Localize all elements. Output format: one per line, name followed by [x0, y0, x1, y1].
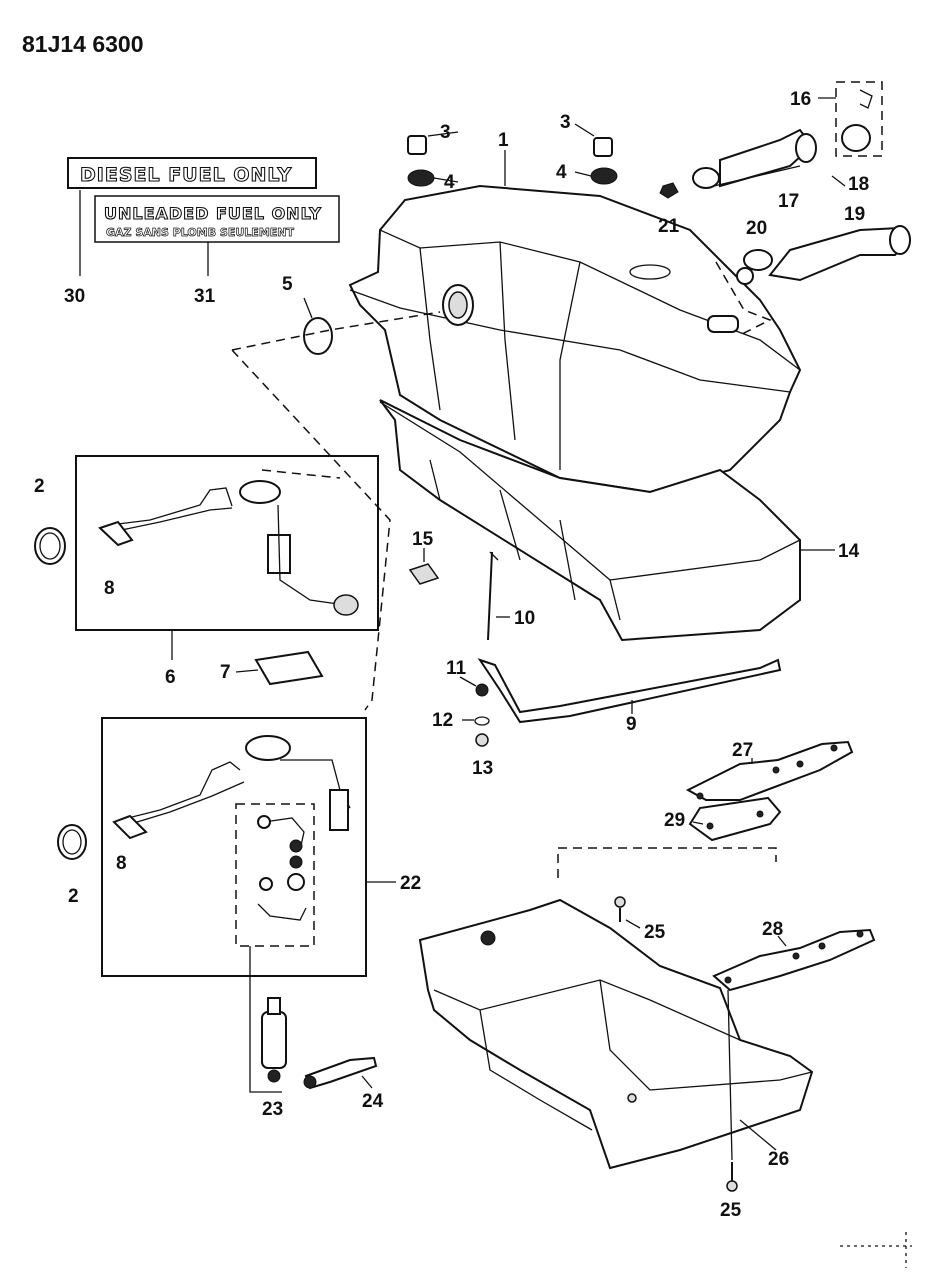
callout-19: 19 [844, 204, 865, 225]
callout-24: 24 [362, 1091, 384, 1112]
skid-bracket-lower [688, 796, 782, 842]
callout-26: 26 [768, 1149, 789, 1170]
gasket-ring [303, 317, 333, 355]
callout-11: 11 [446, 658, 467, 679]
sending-unit [98, 480, 359, 616]
callout-4-left: 4 [444, 172, 455, 193]
lock-ring-upper [34, 527, 66, 565]
callout-6: 6 [165, 667, 176, 688]
vent-valve-right [590, 137, 618, 185]
callout-20: 20 [746, 218, 767, 239]
strap-bolt [487, 551, 499, 641]
callout-2-upper: 2 [34, 476, 45, 497]
skid-plate [418, 898, 814, 1170]
tank-skid-plate [379, 399, 801, 642]
fuel-pump [261, 997, 287, 1083]
sending-unit-gasket [254, 650, 324, 686]
tank-strap [477, 658, 782, 724]
callout-8-upper: 8 [104, 578, 115, 599]
unleaded-decal-subtext: GAZ SANS PLOMB SEULEMENT [106, 226, 294, 239]
callout-12: 12 [432, 710, 453, 731]
callout-29: 29 [664, 810, 685, 831]
callout-25-upper: 25 [644, 922, 666, 943]
callout-9: 9 [626, 714, 637, 735]
skid-bolt-lower [726, 989, 738, 1192]
callout-14: 14 [838, 541, 860, 562]
callout-3-right: 3 [560, 112, 571, 133]
callout-25-lower: 25 [720, 1200, 742, 1221]
diesel-decal: DIESEL FUEL ONLY [67, 157, 317, 189]
vent-valve-left [407, 135, 435, 187]
callout-5: 5 [282, 274, 293, 295]
unleaded-decal: UNLEADED FUEL ONLY GAZ SANS PLOMB SEULEM… [94, 195, 340, 243]
sending-unit-box [75, 455, 379, 631]
callout-3-left: 3 [440, 122, 451, 143]
strap-lockwasher [474, 716, 490, 726]
unleaded-decal-text: UNLEADED FUEL ONLY [104, 204, 322, 223]
callout-15: 15 [412, 529, 434, 550]
callout-28: 28 [762, 919, 783, 940]
callout-1: 1 [498, 130, 509, 151]
skid-bracket-rear [712, 928, 876, 992]
callout-17: 17 [778, 191, 799, 212]
callout-8-lower: 8 [116, 853, 127, 874]
fuel-pump-module [112, 735, 351, 840]
skid-bolt-upper [614, 896, 626, 922]
diesel-decal-text: DIESEL FUEL ONLY [80, 164, 292, 186]
callout-30: 30 [64, 286, 85, 307]
callout-7: 7 [220, 662, 231, 683]
callout-16: 16 [790, 89, 811, 110]
callout-31: 31 [194, 286, 216, 307]
callout-13: 13 [472, 758, 493, 779]
service-kit-parts [257, 815, 307, 921]
callout-2-lower: 2 [68, 886, 79, 907]
retaining-clip [408, 563, 440, 585]
callout-27: 27 [732, 740, 753, 761]
callout-4-right: 4 [556, 162, 567, 183]
callout-21: 21 [658, 216, 680, 237]
callout-10: 10 [514, 608, 535, 629]
strap-nut [475, 733, 489, 747]
strap-washer [475, 683, 489, 697]
filler-neck [659, 128, 911, 285]
filler-cap [841, 89, 873, 152]
pump-harness [303, 1056, 378, 1090]
fuel-tank [348, 184, 802, 494]
diagram-code: 81J14 6300 [22, 31, 144, 57]
skid-bracket-front [685, 740, 854, 801]
callout-23: 23 [262, 1099, 283, 1120]
fuel-pump-module-box [101, 717, 367, 977]
lock-ring-lower [57, 824, 87, 860]
callout-18: 18 [848, 174, 869, 195]
callout-22: 22 [400, 873, 421, 894]
